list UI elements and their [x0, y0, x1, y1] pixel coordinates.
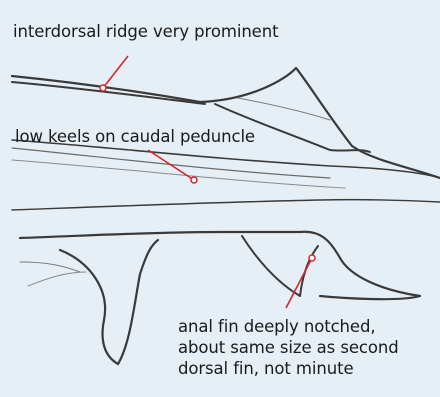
leader-dot-ridge	[100, 85, 106, 91]
lower-body-outline	[20, 232, 420, 299]
label-anal-fin: anal fin deeply notched, about same size…	[178, 316, 399, 379]
lower-body-line	[12, 200, 440, 210]
clasper-line	[28, 272, 86, 286]
label-anal-fin-line-1: anal fin deeply notched,	[178, 316, 399, 337]
label-anal-fin-line-2: about same size as second	[178, 337, 399, 358]
dorsal-fin-inner-line	[238, 98, 330, 120]
leader-line-ridge	[103, 56, 128, 88]
leader-line-anal	[286, 258, 312, 308]
label-caudal-keels: low keels on caudal peduncle	[15, 126, 255, 147]
leader-dot-keels	[191, 177, 197, 183]
anal-fin-outline	[242, 236, 318, 296]
leader-dot-anal	[309, 255, 315, 261]
label-interdorsal-ridge: interdorsal ridge very prominent	[13, 21, 278, 42]
label-anal-fin-line-3: dorsal fin, not minute	[178, 358, 399, 379]
interdorsal-ridge-line	[12, 82, 205, 104]
upper-body-outline	[12, 68, 440, 178]
pelvic-fin-inner-line	[20, 262, 80, 272]
pelvic-fin-outline	[60, 240, 158, 364]
